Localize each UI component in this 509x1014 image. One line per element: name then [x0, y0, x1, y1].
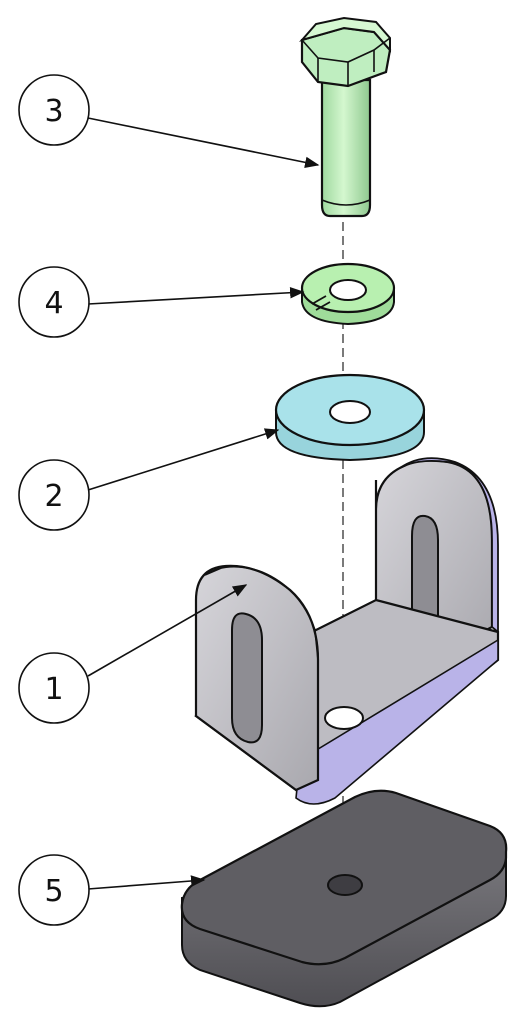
balloon-3: 3	[18, 74, 90, 146]
balloon-2: 2	[18, 459, 90, 531]
balloon-3-label: 3	[44, 94, 63, 129]
leader-line-5	[87, 875, 206, 890]
split-lock-washer	[300, 262, 396, 326]
balloon-1-label: 1	[44, 672, 63, 707]
hex-bolt	[299, 16, 392, 218]
leader-line-4	[87, 286, 305, 305]
balloon-4-label: 4	[44, 286, 63, 321]
leader-line-3	[87, 117, 320, 169]
balloon-1: 1	[18, 652, 90, 724]
plate-hole	[327, 874, 363, 896]
flat-washer-hole	[329, 400, 371, 424]
balloon-4: 4	[18, 266, 90, 338]
leader-line-2	[87, 428, 280, 491]
u-bracket	[194, 457, 500, 805]
balloon-5: 5	[18, 854, 90, 926]
lock-washer-hole	[329, 279, 367, 301]
balloon-5-label: 5	[44, 874, 63, 909]
flat-washer	[274, 373, 426, 462]
balloon-2-label: 2	[44, 479, 63, 514]
base-plate	[180, 789, 508, 1008]
left-slot	[231, 612, 263, 744]
bracket-hole	[324, 706, 364, 730]
leader-line-1	[87, 584, 248, 677]
